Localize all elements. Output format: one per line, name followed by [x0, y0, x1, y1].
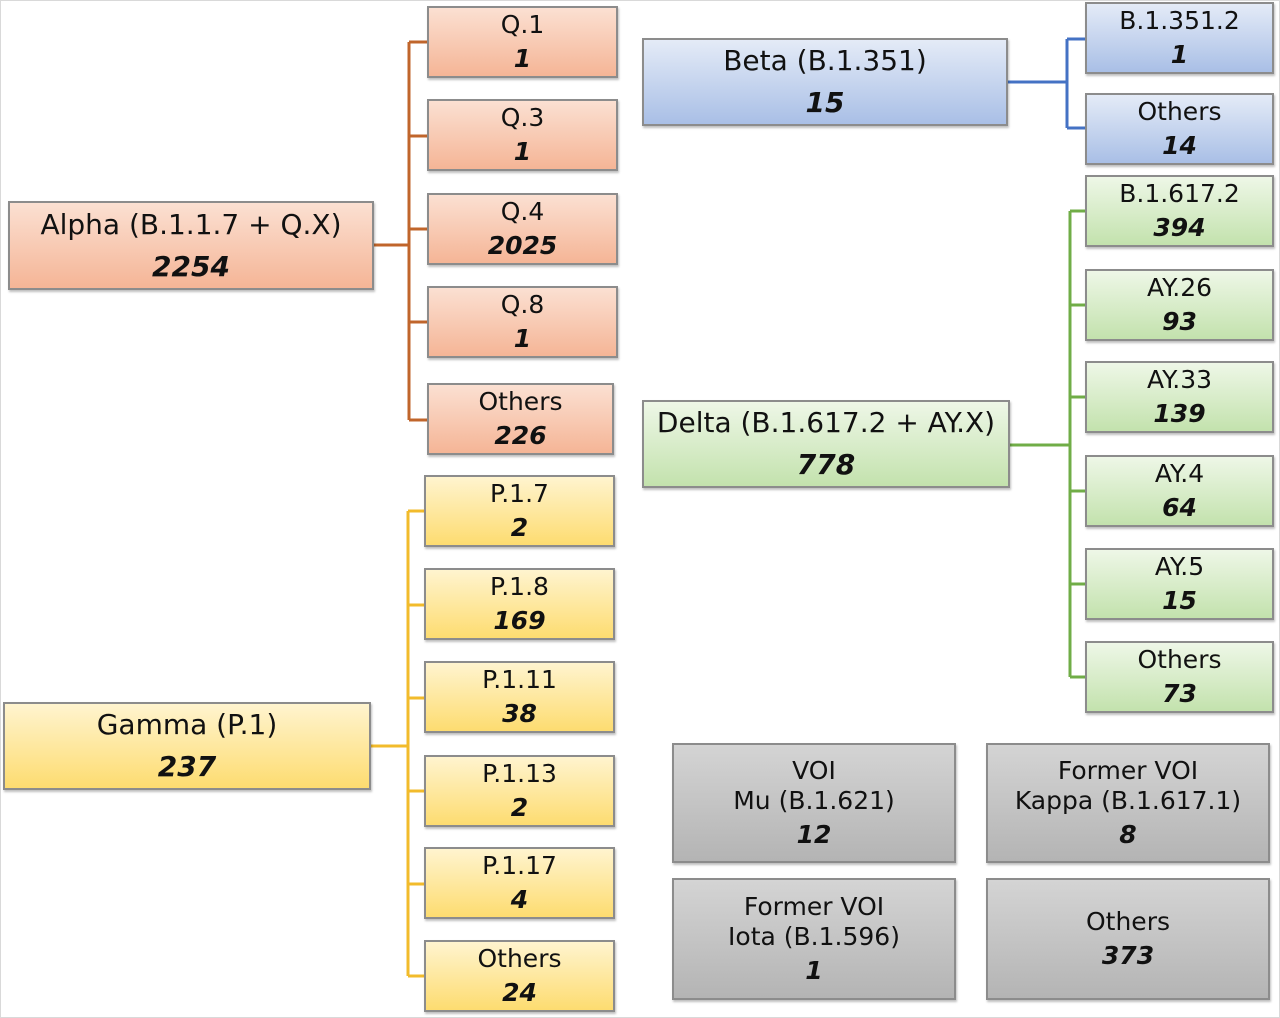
child-name: P.1.7: [490, 479, 549, 508]
beta-parent-count: 15: [805, 86, 845, 119]
box-count: 12: [796, 820, 832, 849]
child-name: Q.3: [500, 103, 545, 132]
child-name: B.1.351.2: [1119, 6, 1240, 35]
child-count: 1: [513, 137, 532, 166]
child-count: 4: [510, 885, 529, 914]
iota-box: Former VOI Iota (B.1.596) 1: [672, 878, 956, 1000]
beta-parent-name: Beta (B.1.351): [723, 44, 927, 78]
alpha-child-box: Q.3 1: [427, 99, 618, 171]
delta-connectors: [1010, 209, 1087, 679]
box-count: 1: [805, 956, 823, 985]
child-count: 2: [510, 793, 529, 822]
alpha-child-box: Q.4 2025: [427, 193, 618, 265]
delta-child-box: AY.33 139: [1085, 361, 1274, 433]
delta-child-box: AY.4 64: [1085, 455, 1274, 527]
child-name: AY.4: [1154, 459, 1205, 488]
alpha-parent-count: 2254: [152, 249, 230, 283]
gamma-child-box: P.1.7 2: [424, 475, 615, 547]
gamma-parent-box: Gamma (P.1) 237: [3, 702, 371, 790]
gamma-parent-count: 237: [157, 750, 217, 783]
box-count: 8: [1119, 820, 1137, 849]
alpha-child-box: Others 226: [427, 383, 614, 455]
gamma-child-box: P.1.13 2: [424, 755, 615, 827]
gamma-child-box: P.1.8 169: [424, 568, 615, 640]
gamma-child-box: Others 24: [424, 940, 615, 1012]
mu-box: VOI Mu (B.1.621) 12: [672, 743, 956, 863]
alpha-parent-box: Alpha (B.1.1.7 + Q.X) 2254: [8, 201, 374, 290]
child-count: 226: [494, 421, 547, 450]
alpha-child-box: Q.8 1: [427, 286, 618, 358]
child-name: P.1.11: [482, 665, 557, 694]
child-count: 14: [1162, 131, 1197, 160]
box-line-2: Mu (B.1.621): [733, 786, 895, 815]
child-count: 93: [1162, 307, 1197, 336]
delta-parent-count: 778: [796, 448, 856, 481]
child-name: Others: [1137, 645, 1222, 674]
child-name: B.1.617.2: [1119, 179, 1240, 208]
child-count: 1: [1170, 40, 1189, 69]
box-line-1: Former VOI: [743, 892, 885, 921]
gamma-child-box: P.1.17 4: [424, 847, 615, 919]
child-name: Others: [478, 387, 563, 416]
child-name: Q.1: [500, 10, 545, 39]
child-name: Q.8: [500, 290, 545, 319]
delta-child-box: AY.5 15: [1085, 548, 1274, 620]
box-line-2: Others: [1085, 907, 1170, 936]
kappa-box: Former VOI Kappa (B.1.617.1) 8: [986, 743, 1270, 863]
child-count: 2: [510, 513, 529, 542]
child-name: AY.26: [1146, 273, 1213, 302]
alpha-parent-name: Alpha (B.1.1.7 + Q.X): [40, 207, 342, 241]
others-box: Others 373: [986, 878, 1270, 1000]
child-count: 15: [1162, 586, 1197, 615]
delta-parent-box: Delta (B.1.617.2 + AY.X) 778: [642, 400, 1010, 488]
box-count: 373: [1101, 941, 1155, 970]
child-name: P.1.17: [482, 851, 557, 880]
box-line-1: Former VOI: [1057, 756, 1199, 785]
child-name: Others: [477, 944, 562, 973]
child-name: P.1.13: [482, 759, 557, 788]
child-name: AY.33: [1146, 365, 1213, 394]
child-count: 169: [493, 606, 546, 635]
delta-child-box: AY.26 93: [1085, 269, 1274, 341]
delta-child-box: Others 73: [1085, 641, 1274, 713]
child-count: 38: [502, 699, 537, 728]
child-count: 73: [1162, 679, 1197, 708]
gamma-connectors: [370, 509, 426, 978]
beta-child-box: B.1.351.2 1: [1085, 2, 1274, 74]
gamma-child-box: P.1.11 38: [424, 661, 615, 733]
child-name: Others: [1137, 97, 1222, 126]
alpha-child-box: Q.1 1: [427, 6, 618, 78]
child-name: Q.4: [500, 197, 545, 226]
alpha-connectors: [372, 40, 429, 422]
child-count: 64: [1162, 493, 1197, 522]
box-line-2: Iota (B.1.596): [728, 922, 900, 951]
beta-parent-box: Beta (B.1.351) 15: [642, 38, 1008, 126]
delta-parent-name: Delta (B.1.617.2 + AY.X): [656, 406, 996, 440]
child-name: P.1.8: [490, 572, 549, 601]
beta-connectors: [1008, 37, 1087, 130]
gamma-parent-name: Gamma (P.1): [96, 708, 278, 742]
child-count: 24: [502, 978, 537, 1007]
child-count: 394: [1153, 213, 1206, 242]
delta-child-box: B.1.617.2 394: [1085, 175, 1274, 247]
box-line-2: Kappa (B.1.617.1): [1014, 786, 1242, 815]
box-line-1: VOI: [792, 756, 836, 785]
child-count: 139: [1153, 399, 1206, 428]
beta-child-box: Others 14: [1085, 93, 1274, 165]
child-count: 1: [513, 44, 532, 73]
child-name: AY.5: [1154, 552, 1205, 581]
child-count: 1: [513, 324, 532, 353]
child-count: 2025: [487, 231, 558, 260]
